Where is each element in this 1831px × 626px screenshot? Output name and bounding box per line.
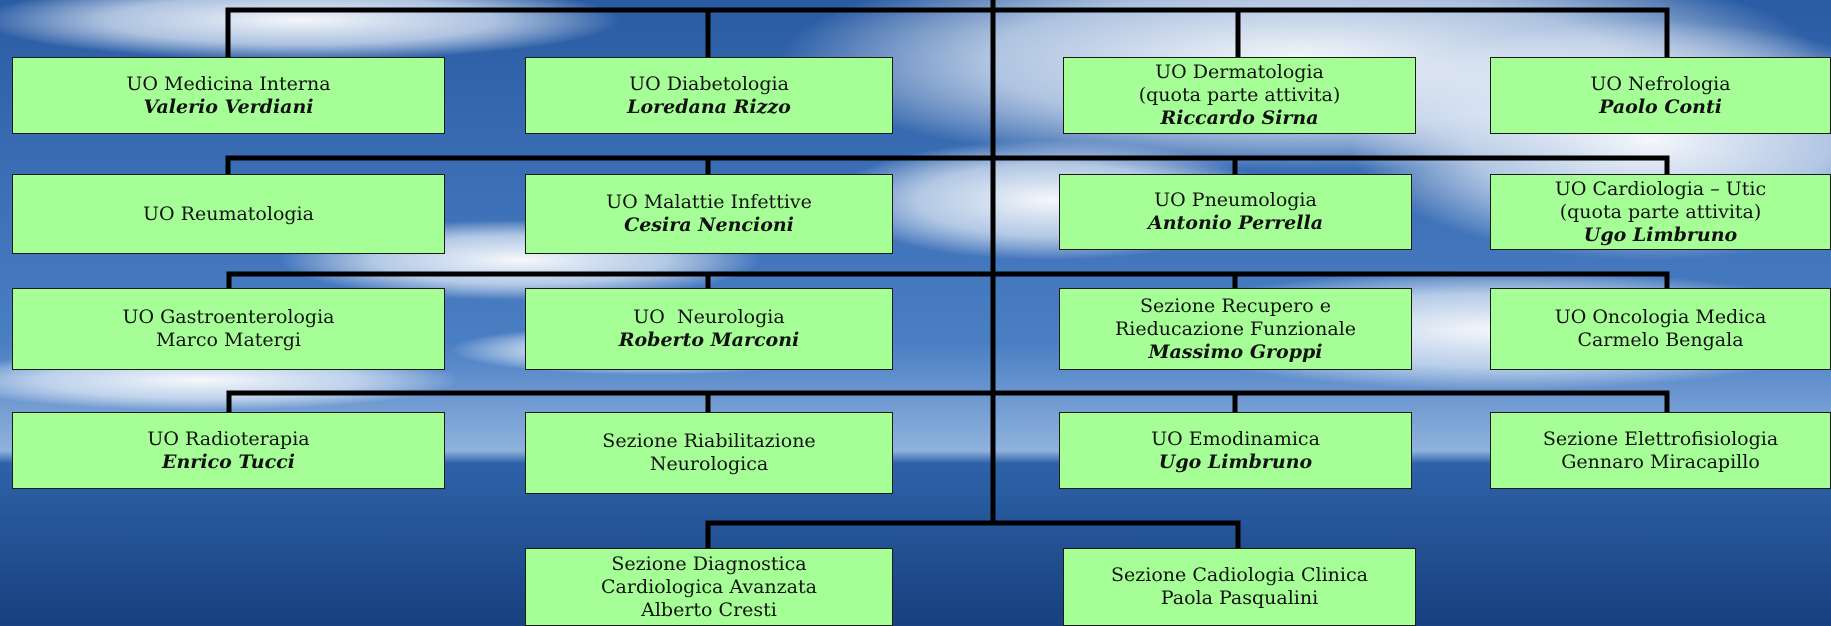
unit-title: UO Nefrologia [1590,72,1731,95]
unit-title: UO Gastroenterologia [122,306,335,328]
unit-note: (quota parte attivita) [1138,84,1341,106]
unit-head: Carmelo Bengala [1577,329,1744,351]
unit-head: Cesira Nencioni [624,214,794,236]
unit-box-dermatologia: UO Dermatologia (quota parte attivita) R… [1063,57,1416,134]
unit-box-diagnostica-cardiologica: Sezione Diagnostica Cardiologica Avanzat… [525,548,893,626]
unit-box-gastroenterologia: UO Gastroenterologia Marco Matergi [12,288,445,370]
unit-head: Enrico Tucci [162,450,295,473]
unit-head: Paolo Conti [1599,95,1722,118]
unit-title-cont: Rieducazione Funzionale [1114,317,1357,340]
unit-title: Sezione Cadiologia Clinica [1111,564,1368,586]
unit-head: Marco Matergi [156,329,301,351]
unit-head: Massimo Groppi [1148,340,1323,363]
unit-title: UO Reumatologia [143,202,314,225]
unit-title: Sezione Diagnostica [611,552,807,575]
unit-title: UO Emodinamica [1151,427,1320,450]
unit-head: Paola Pasqualini [1160,587,1319,609]
unit-head: Ugo Limbruno [1158,450,1313,473]
unit-note: (quota parte attivita) [1559,200,1762,223]
unit-box-pneumologia: UO Pneumologia Antonio Perrella [1059,174,1412,250]
unit-head: Roberto Marconi [618,329,800,351]
unit-box-recupero-rieducazione: Sezione Recupero e Rieducazione Funziona… [1059,288,1412,370]
unit-title: UO Radioterapia [147,427,310,450]
unit-box-emodinamica: UO Emodinamica Ugo Limbruno [1059,412,1412,489]
unit-box-cardiologia-utic: UO Cardiologia – Utic (quota parte attiv… [1490,174,1831,250]
unit-title: UO Medicina Interna [126,72,331,95]
unit-box-medicina-interna: UO Medicina Interna Valerio Verdiani [12,57,445,134]
unit-title: UO Dermatologia [1155,61,1324,83]
unit-head: Riccardo Sirna [1160,107,1319,129]
unit-box-elettrofisiologia: Sezione Elettrofisiologia Gennaro Miraca… [1490,412,1831,489]
unit-title-cont: Cardiologica Avanzata [601,575,817,598]
unit-head: Alberto Cresti [641,598,777,621]
unit-box-oncologia-medica: UO Oncologia Medica Carmelo Bengala [1490,288,1831,370]
unit-box-neurologia: UO Neurologia Roberto Marconi [525,288,893,370]
unit-head: Ugo Limbruno [1583,223,1738,246]
unit-title: Sezione Recupero e [1140,294,1331,317]
unit-box-riabilitazione-neurologica: Sezione Riabilitazione Neurologica [525,412,893,494]
unit-title: Sezione Elettrofisiologia [1542,427,1779,450]
unit-box-reumatologia: UO Reumatologia [12,174,445,254]
unit-head: Loredana Rizzo [627,95,791,118]
unit-title: Sezione Riabilitazione [602,430,816,452]
unit-box-malattie-infettive: UO Malattie Infettive Cesira Nencioni [525,174,893,254]
unit-title: UO Neurologia [633,306,785,328]
unit-box-cardiologia-clinica: Sezione Cadiologia Clinica Paola Pasqual… [1063,548,1416,626]
unit-box-nefrologia: UO Nefrologia Paolo Conti [1490,57,1831,134]
unit-title: UO Malattie Infettive [606,191,812,213]
unit-head: Gennaro Miracapillo [1561,450,1760,473]
unit-title: UO Oncologia Medica [1554,306,1767,328]
unit-title-cont: Neurologica [649,453,769,475]
unit-box-radioterapia: UO Radioterapia Enrico Tucci [12,412,445,489]
unit-title: UO Pneumologia [1154,189,1317,211]
unit-head: Valerio Verdiani [143,95,314,118]
unit-head: Antonio Perrella [1147,212,1324,234]
unit-title: UO Diabetologia [629,72,789,95]
unit-title: UO Cardiologia – Utic [1554,177,1767,200]
unit-box-diabetologia: UO Diabetologia Loredana Rizzo [525,57,893,134]
